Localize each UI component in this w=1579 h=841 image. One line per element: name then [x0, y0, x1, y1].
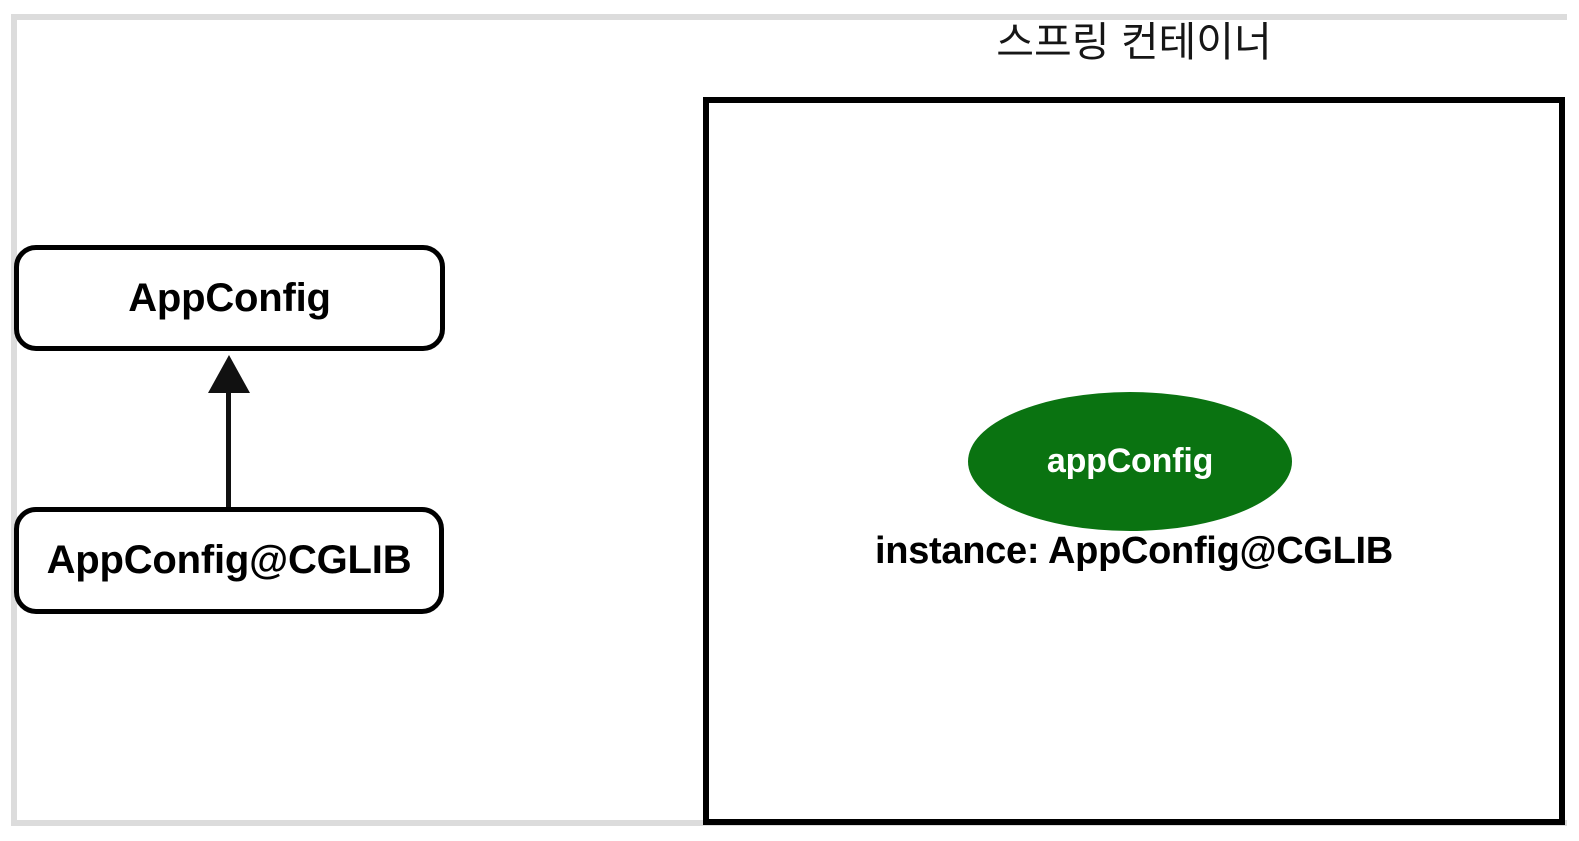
- inheritance-arrow-shaft: [226, 390, 231, 508]
- class-box-appconfig: AppConfig: [14, 245, 445, 351]
- class-box-appconfig-cglib-label: AppConfig@CGLIB: [46, 538, 412, 582]
- spring-container-title: 스프링 컨테이너: [996, 19, 1272, 65]
- bean-node-label: appConfig: [1046, 442, 1214, 480]
- bean-instance-label: instance: AppConfig@CGLIB: [875, 530, 1393, 572]
- bean-node-appconfig: appConfig: [968, 392, 1292, 531]
- class-box-appconfig-cglib: AppConfig@CGLIB: [14, 507, 444, 614]
- class-box-appconfig-label: AppConfig: [128, 275, 331, 320]
- inheritance-arrow-head-icon: [208, 355, 250, 393]
